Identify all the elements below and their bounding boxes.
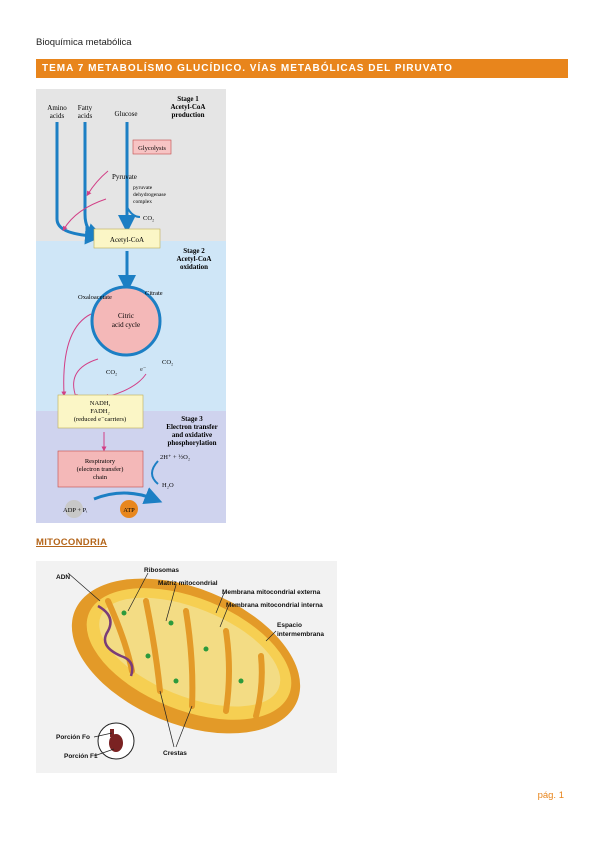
glycolysis-box (132, 139, 172, 155)
stage3-title: Stage 3 (181, 415, 203, 423)
chapter-title: TEMA 7 METABOLÍSMO GLUCÍDICO. VÍAS METAB… (36, 59, 568, 78)
leader-externa (215, 592, 225, 614)
leader-espacio (265, 630, 277, 642)
chain-line2: (electron transfer) (77, 466, 124, 473)
adp-label: ADP + Pᵢ (63, 507, 88, 514)
leader-fo (93, 732, 113, 738)
ribosome (121, 610, 127, 616)
ribosome (173, 678, 179, 684)
label-crestas: Crestas (163, 750, 187, 757)
dna-strand (97, 604, 134, 677)
electron-arrow-3 (61, 313, 92, 397)
pdh-line3: complex (133, 199, 152, 205)
crista-4 (223, 628, 232, 714)
label-porcion-f1: Porción F1 (64, 753, 98, 760)
crista-5 (253, 653, 265, 719)
stage2-title: Stage 2 (183, 247, 205, 255)
running-title: Bioquímica metabólica (36, 37, 132, 48)
adp-node (65, 500, 83, 518)
water-label: H₂O (162, 482, 174, 489)
stage3-sub3: phosphorylation (167, 439, 216, 447)
pathway-figure: Amino acids Fatty acids Glucose Stage 1 … (36, 89, 226, 523)
source-amino-2: acids (50, 112, 65, 120)
label-intermembrana: intermembrana (277, 631, 324, 638)
chain-line1: Respiratory (85, 458, 116, 465)
pyruvate-label: Pyruvate (112, 173, 137, 181)
glycolysis-label: Glycolysis (138, 145, 166, 152)
source-fatty-2: acids (78, 112, 93, 120)
acetyl-coa-label: Acetyl-CoA (110, 236, 144, 244)
leader-ribosomas (127, 572, 149, 612)
label-espacio: Espacio (277, 622, 302, 629)
stage1-sub2: production (172, 111, 205, 119)
leader-matriz (165, 584, 177, 622)
leader-interna (219, 606, 229, 628)
label-porcion-fo: Porción Fo (56, 734, 90, 741)
crista-3 (183, 608, 196, 709)
respiratory-chain-box (57, 450, 144, 488)
pdh-line2: dehydrogenase (133, 192, 167, 198)
acetyl-coa-box (93, 228, 161, 249)
stage2-sub2: oxidation (180, 263, 208, 271)
ribosome (238, 678, 244, 684)
atp-synthase-f1 (109, 734, 123, 752)
citric-cycle-line1: Citric (118, 312, 134, 320)
crista-2 (143, 598, 163, 694)
source-glucose: Glucose (115, 110, 138, 118)
electron-arrow-2 (62, 198, 107, 232)
oxygen-label: 2H⁺ + ½O₂ (160, 454, 190, 461)
ribosome (168, 620, 174, 626)
source-amino: Amino (47, 104, 67, 112)
pdh-line1: pyruvate (133, 185, 153, 191)
co2-label-2: CO₂ (162, 359, 173, 366)
electron-arrow-4 (72, 358, 99, 400)
section-title-mitocondria[interactable]: MITOCONDRIA (36, 537, 108, 548)
leader-f1 (93, 748, 115, 757)
carriers-line3: (reduced e⁻carriers) (74, 416, 126, 423)
chain-to-atp-arrow (93, 487, 163, 505)
oxygen-arrow (151, 460, 159, 485)
citric-cycle (90, 285, 162, 357)
leader-adn (67, 572, 101, 602)
mitochondrion-figure: ADN Ribosomas Matriz mitocondrial Membra… (36, 561, 337, 773)
page-number: pág. 1 (537, 790, 564, 801)
ribosome (145, 653, 151, 659)
carriers-line2: FADH₂ (90, 408, 109, 415)
ribosome (203, 646, 209, 652)
stage3-sub2: and oxidative (172, 431, 212, 439)
carriers-line1: NADH, (90, 400, 111, 407)
label-matriz: Matriz mitocondrial (158, 580, 218, 587)
stage1-title: Stage 1 (177, 95, 199, 103)
co2-arrow (126, 206, 141, 218)
leader-crestas-1 (159, 690, 175, 748)
co2-label-3: CO₂ (106, 369, 117, 376)
chain-line3: chain (93, 474, 108, 481)
leader-crestas-2 (175, 705, 193, 748)
label-membrana-interna: Membrana mitocondrial interna (226, 602, 323, 609)
carriers-box (57, 394, 144, 429)
label-membrana-externa: Membrana mitocondrial externa (222, 589, 321, 596)
stage3-sub1: Electron transfer (166, 423, 217, 431)
co2-label-1: CO₂ (143, 215, 154, 222)
label-adn: ADN (56, 574, 70, 581)
stage1-sub1: Acetyl-CoA (171, 103, 206, 111)
electron-arrow-1 (86, 170, 109, 197)
atp-label: ATP (123, 507, 135, 514)
stage2-sub1: Acetyl-CoA (177, 255, 212, 263)
label-ribosomas: Ribosomas (144, 567, 179, 574)
source-fatty: Fatty (78, 104, 93, 112)
citric-cycle-line2: acid cycle (112, 321, 140, 329)
atp-node (120, 500, 138, 518)
oxaloacetate-label: Oxaloacetate (78, 294, 112, 301)
citrate-label: Citrate (145, 290, 163, 297)
electron-label: e⁻ (140, 366, 147, 373)
